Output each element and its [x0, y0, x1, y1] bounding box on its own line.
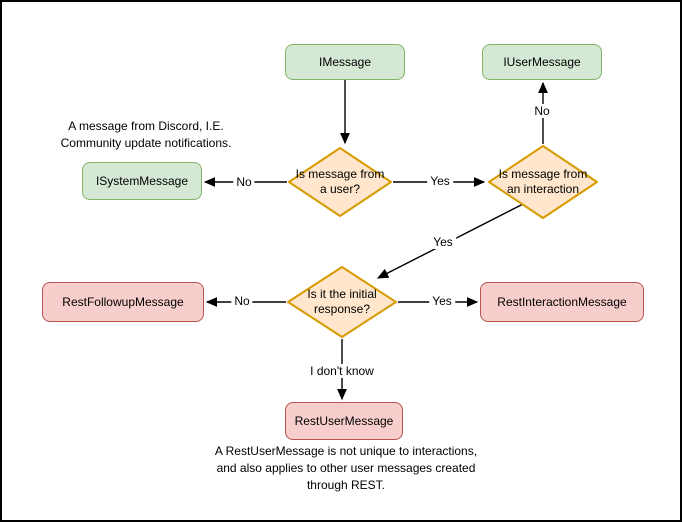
node-iusermessage[interactable]: IUserMessage: [482, 44, 602, 80]
decision-is-message-from-user-label: Is message from a user?: [295, 167, 385, 196]
edge-label-initial-yes: Yes: [429, 294, 455, 308]
edge-label-interaction-yes: Yes: [430, 235, 456, 249]
node-isystemmessage[interactable]: ISystemMessage: [82, 162, 202, 200]
decision-is-message-from-interaction-label: Is message from an interaction: [498, 167, 588, 196]
edge-label-from-user-yes: Yes: [427, 174, 453, 188]
node-restfollowupmessage-label: RestFollowupMessage: [62, 295, 184, 309]
edge-label-initial-no: No: [231, 294, 253, 308]
node-restinteractionmessage-label: RestInteractionMessage: [497, 295, 627, 309]
decision-is-initial-response-label: Is it the initial response?: [307, 287, 377, 316]
diamond-shape: [488, 145, 598, 219]
decision-is-message-from-interaction[interactable]: Is message from an interaction: [487, 144, 599, 220]
edge-label-interaction-no: No: [531, 104, 553, 118]
node-restinteractionmessage[interactable]: RestInteractionMessage: [480, 282, 644, 322]
node-restfollowupmessage[interactable]: RestFollowupMessage: [42, 282, 204, 322]
node-restusermessage[interactable]: RestUserMessage: [285, 402, 403, 440]
node-iusermessage-label: IUserMessage: [503, 55, 581, 69]
annotation-system-message-note: A message from Discord, I.E. Community u…: [60, 119, 232, 150]
annotation-rest-user-message-note: A RestUserMessage is not unique to inter…: [214, 444, 478, 492]
edge-label-initial-dont-know: I don't know: [307, 364, 377, 378]
edge-label-from-user-no: No: [233, 175, 255, 189]
node-isystemmessage-label: ISystemMessage: [95, 174, 189, 188]
node-imessage[interactable]: IMessage: [285, 44, 405, 80]
decision-is-initial-response[interactable]: Is it the initial response?: [286, 265, 398, 339]
diamond-shape: [287, 266, 397, 338]
node-imessage-label: IMessage: [318, 55, 372, 69]
node-restusermessage-label: RestUserMessage: [294, 414, 394, 428]
decision-is-message-from-user[interactable]: Is message from a user?: [287, 146, 393, 218]
diamond-shape: [288, 147, 392, 217]
